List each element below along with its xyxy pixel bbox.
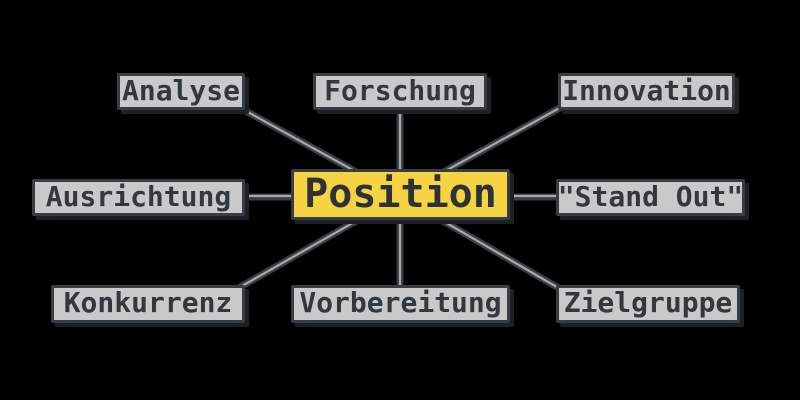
node-stand-out[interactable]: "Stand Out" [556,179,745,216]
node-label: Analyse [121,73,240,107]
node-analyse[interactable]: Analyse [117,73,245,110]
node-label: Forschung [324,73,476,107]
node-innovation[interactable]: Innovation [558,73,735,110]
node-forschung[interactable]: Forschung [313,73,487,110]
node-label: Innovation [562,73,731,107]
node-zielgruppe[interactable]: Zielgruppe [556,285,740,323]
center-node-position[interactable]: Position [291,169,510,220]
node-label: Konkurrenz [63,286,233,319]
node-label: Ausrichtung [45,179,232,213]
center-node-label: Position [304,170,497,217]
node-label: "Stand Out" [557,179,744,213]
node-ausrichtung[interactable]: Ausrichtung [32,179,245,216]
node-vorbereitung[interactable]: Vorbereitung [291,285,510,323]
node-label: Zielgruppe [563,286,733,319]
node-konkurrenz[interactable]: Konkurrenz [51,285,245,323]
node-label: Vorbereitung [299,286,502,319]
